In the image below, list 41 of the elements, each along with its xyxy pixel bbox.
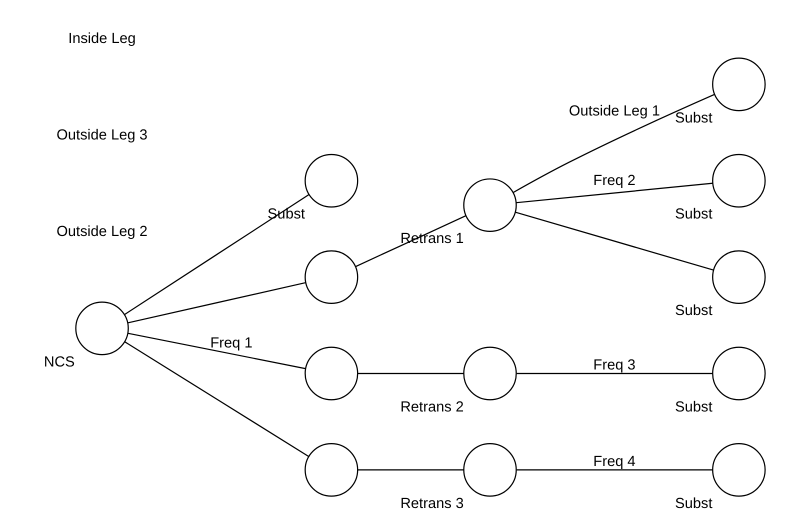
connector (516, 469, 712, 470)
node-circle (712, 443, 766, 497)
node-circle (712, 58, 766, 112)
edge-label: Freq 2 (592, 173, 636, 190)
node-label: Subst (674, 496, 712, 512)
node-circle (712, 346, 766, 400)
connector (516, 372, 712, 374)
node-circle (462, 443, 516, 497)
node-circle (304, 346, 358, 400)
connector (127, 332, 306, 370)
connector (357, 372, 464, 374)
node-circle (462, 346, 516, 400)
connector (516, 182, 712, 204)
node-circle (304, 154, 358, 208)
connector (354, 215, 466, 268)
node-circle (712, 250, 766, 304)
node-circle (74, 302, 128, 356)
node-label: Subst (674, 303, 712, 320)
node-label: Retrans 3 (400, 496, 464, 512)
edge-label: Freq 3 (592, 357, 636, 374)
edge-label: Outside Leg 1 (568, 104, 660, 120)
node-circle (304, 250, 358, 304)
connector (512, 94, 714, 194)
edge-label: Freq 1 (210, 335, 252, 352)
edge-label: Freq 4 (592, 454, 636, 470)
connector (357, 469, 464, 470)
node-circle (462, 178, 516, 232)
node-label: Subst (674, 206, 712, 223)
node-circle (304, 443, 358, 497)
connector (127, 282, 306, 324)
node-label: Subst (674, 110, 712, 126)
label: Inside Leg (68, 31, 136, 48)
node-label: NCS (43, 354, 74, 370)
node-label: Subst (674, 399, 712, 416)
label: Outside Leg 3 (56, 127, 148, 144)
label: Outside Leg 2 (56, 224, 148, 240)
connector (514, 212, 714, 271)
node-label: Retrans 2 (400, 399, 464, 416)
connector (124, 341, 308, 457)
node-circle (712, 154, 766, 208)
connector (124, 194, 309, 315)
